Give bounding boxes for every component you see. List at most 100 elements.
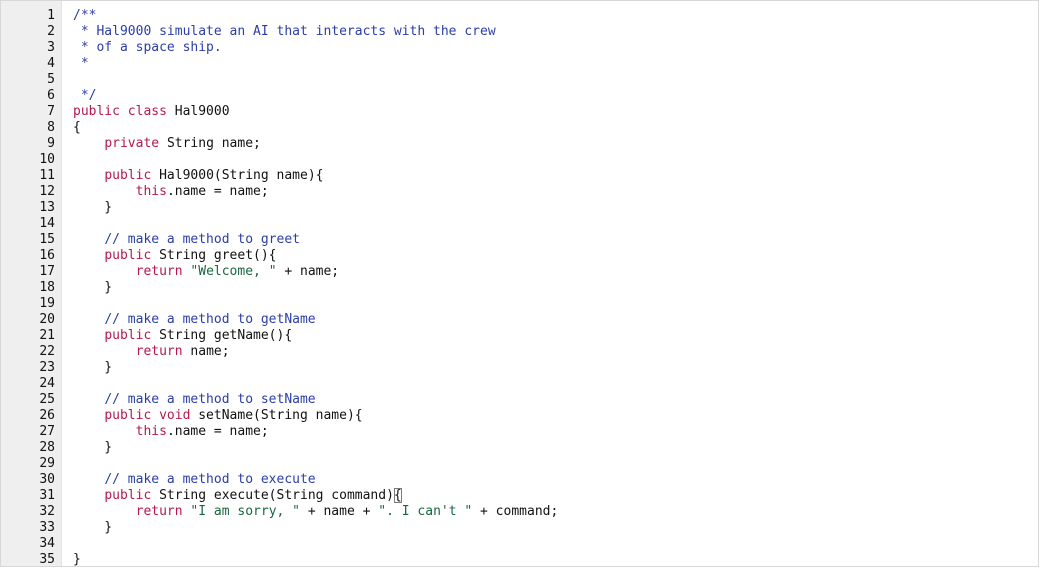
keyword-token: public void (104, 408, 199, 423)
code-text[interactable]: this.name = name; (73, 424, 269, 440)
code-line[interactable]: 22 return name; (1, 344, 1039, 360)
code-token: Hal9000 (174, 104, 230, 119)
code-line[interactable]: 16 public String greet(){ (1, 248, 1039, 264)
code-text[interactable]: * Hal9000 simulate an AI that interacts … (73, 24, 496, 40)
code-token (73, 184, 136, 199)
code-line[interactable]: 7 public class Hal9000 (1, 104, 1039, 120)
code-text[interactable]: } (73, 200, 112, 216)
code-text[interactable]: // make a method to setName (73, 392, 315, 408)
code-text[interactable]: public void setName(String name){ (73, 408, 362, 424)
line-number: 3 (47, 40, 55, 55)
code-line[interactable]: 3 * of a space ship. (1, 40, 1039, 56)
code-text[interactable]: /** (73, 8, 96, 24)
line-number: 2 (47, 24, 55, 39)
code-text[interactable]: } (73, 520, 112, 536)
comment-token: */ (73, 88, 97, 103)
code-text[interactable]: // make a method to getName (73, 312, 315, 328)
code-text[interactable]: } (73, 440, 112, 456)
code-line[interactable]: 21 public String getName(){ (1, 328, 1039, 344)
code-token: } (73, 360, 113, 375)
code-line[interactable]: 13 } (1, 200, 1039, 216)
code-token (73, 312, 104, 327)
line-number: 7 (47, 104, 55, 119)
comment-token: // make a method to execute (104, 472, 316, 487)
code-line[interactable]: 27 this.name = name; (1, 424, 1039, 440)
code-line[interactable]: 5 (1, 72, 1039, 88)
code-line[interactable]: 29 (1, 456, 1039, 472)
code-text[interactable]: public String execute(String command){ (73, 488, 402, 504)
line-number: 15 (39, 232, 55, 247)
code-text[interactable]: // make a method to execute (73, 472, 316, 488)
code-line[interactable]: 9 private String name; (1, 136, 1039, 152)
code-line[interactable]: 24 (1, 376, 1039, 392)
code-text[interactable]: public String greet(){ (73, 248, 276, 264)
code-text[interactable]: return name; (73, 344, 230, 360)
code-line[interactable]: 6 */ (1, 88, 1039, 104)
keyword-token: public (104, 488, 160, 503)
line-number: 22 (39, 344, 55, 359)
line-number: 25 (39, 392, 55, 407)
keyword-token: public (104, 168, 160, 183)
code-line[interactable]: 17 return "Welcome, " + name; (1, 264, 1039, 280)
code-text[interactable]: this.name = name; (73, 184, 269, 200)
line-number: 11 (39, 168, 55, 183)
code-line[interactable]: 23 } (1, 360, 1039, 376)
code-text[interactable]: } (73, 280, 112, 296)
code-line[interactable]: 25 // make a method to setName (1, 392, 1039, 408)
code-text[interactable]: * (73, 56, 89, 72)
code-line[interactable]: 4 * (1, 56, 1039, 72)
code-line[interactable]: 10 (1, 152, 1039, 168)
line-number: 31 (39, 488, 55, 503)
code-line[interactable]: 15 // make a method to greet (1, 232, 1039, 248)
code-lines[interactable]: 1/**2 * Hal9000 simulate an AI that inte… (1, 8, 1039, 568)
code-token: { (73, 120, 81, 135)
code-line[interactable]: 20 // make a method to getName (1, 312, 1039, 328)
line-number: 23 (39, 360, 55, 375)
line-number: 13 (39, 200, 55, 215)
code-text[interactable]: */ (73, 88, 97, 104)
keyword-token: return (135, 264, 191, 279)
line-number: 5 (47, 72, 55, 87)
code-line[interactable]: 2 * Hal9000 simulate an AI that interact… (1, 24, 1039, 40)
code-text[interactable]: private String name; (73, 136, 261, 152)
line-number: 32 (39, 504, 55, 519)
string-token: "I am sorry, " (190, 504, 300, 519)
keyword-token: return (135, 344, 191, 359)
code-text[interactable]: } (73, 360, 112, 376)
code-text[interactable]: { (73, 120, 81, 136)
code-text[interactable]: } (73, 552, 81, 568)
matched-brace: { (393, 488, 402, 503)
code-text[interactable]: return "Welcome, " + name; (73, 264, 340, 280)
line-number: 21 (39, 328, 55, 343)
code-token: } (73, 280, 113, 295)
code-line[interactable]: 32 return "I am sorry, " + name + ". I c… (1, 504, 1039, 520)
code-line[interactable]: 34 (1, 536, 1039, 552)
code-line[interactable]: 28 } (1, 440, 1039, 456)
comment-token: // make a method to greet (104, 232, 300, 247)
code-token: } (73, 552, 81, 567)
code-line[interactable]: 31 public String execute(String command)… (1, 488, 1039, 504)
code-text[interactable]: return "I am sorry, " + name + ". I can'… (73, 504, 559, 520)
code-line[interactable]: 18 } (1, 280, 1039, 296)
code-line[interactable]: 19 (1, 296, 1039, 312)
code-text[interactable]: public String getName(){ (73, 328, 292, 344)
code-line[interactable]: 14 (1, 216, 1039, 232)
code-text[interactable]: * of a space ship. (73, 40, 222, 56)
code-line[interactable]: 26 public void setName(String name){ (1, 408, 1039, 424)
code-text[interactable]: public class Hal9000 (73, 104, 230, 120)
line-number: 6 (47, 88, 55, 103)
code-line[interactable]: 8{ (1, 120, 1039, 136)
code-line[interactable]: 33 } (1, 520, 1039, 536)
code-token: name; (190, 344, 230, 359)
line-number: 33 (39, 520, 55, 535)
code-text[interactable]: public Hal9000(String name){ (73, 168, 323, 184)
code-line[interactable]: 30 // make a method to execute (1, 472, 1039, 488)
code-line[interactable]: 35} (1, 552, 1039, 568)
line-number: 24 (39, 376, 55, 391)
code-text[interactable]: // make a method to greet (73, 232, 300, 248)
code-token (73, 504, 136, 519)
code-line[interactable]: 12 this.name = name; (1, 184, 1039, 200)
code-line[interactable]: 1/** (1, 8, 1039, 24)
code-line[interactable]: 11 public Hal9000(String name){ (1, 168, 1039, 184)
